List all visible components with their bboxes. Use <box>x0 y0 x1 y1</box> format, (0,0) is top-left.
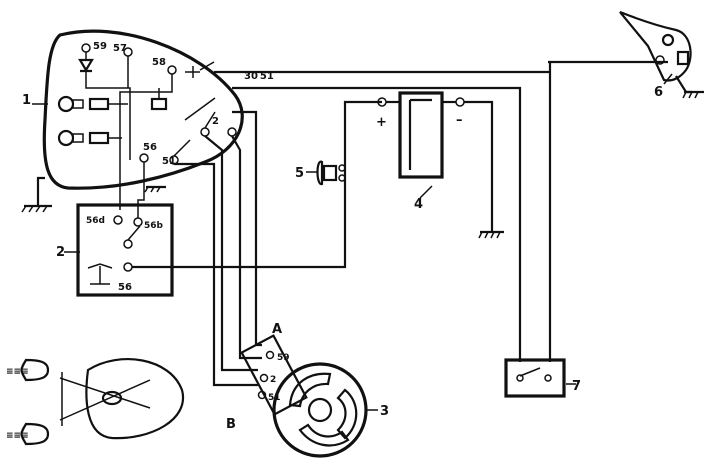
central-switch: 56d 56b 56 <box>76 185 174 297</box>
main-bulb-icon <box>57 129 75 147</box>
label-component-4: 4 <box>414 197 423 212</box>
headlight-housing <box>42 29 244 190</box>
horn <box>316 160 346 186</box>
label-component-1: 1 <box>22 93 31 108</box>
tail-bulb-icon <box>661 33 675 47</box>
generator-rotor-icon <box>272 362 368 458</box>
low-beam-lamp-icon <box>20 422 50 446</box>
label-cable-a: A <box>272 322 282 337</box>
horn-icon <box>316 160 324 186</box>
label-component-3: 3 <box>380 404 389 419</box>
parking-bulb-icon <box>57 95 75 113</box>
label-59: 59 <box>93 41 107 52</box>
brake-switch-box <box>504 358 566 398</box>
high-beam-rays: ≡≡≡ <box>6 367 29 377</box>
low-beam-rays: ≡≡≡ <box>6 431 29 441</box>
label-component-6: 6 <box>654 85 663 100</box>
beam-inset: ≡≡≡ ≡≡≡ <box>6 358 185 446</box>
label-2: 2 <box>212 116 219 127</box>
label-cable-b: B <box>226 417 236 432</box>
switch-box <box>76 203 174 297</box>
label-56b: 56b <box>144 221 164 231</box>
label-58: 58 <box>152 57 166 68</box>
label-gen-2: 2 <box>270 375 276 385</box>
tail-light <box>619 10 704 99</box>
label-battery-plus: + <box>376 115 387 130</box>
label-57: 57 <box>113 43 127 54</box>
label-battery-minus: – <box>456 113 463 128</box>
label-component-7: 7 <box>572 379 581 394</box>
label-component-2: 2 <box>56 245 65 260</box>
high-beam-lamp-icon <box>20 358 50 382</box>
reflector-icon <box>85 358 185 440</box>
label-56: 56 <box>143 142 157 153</box>
label-gen-59: 59 <box>277 353 290 363</box>
label-30-51: 30 51 <box>244 71 274 82</box>
label-51: 51 <box>162 156 176 167</box>
label-component-5: 5 <box>295 166 304 181</box>
label-56-switch: 56 <box>118 282 132 293</box>
label-56d: 56d <box>86 216 105 226</box>
headlight: 59 57 58 2 56 51 <box>21 29 244 213</box>
generator: 59 2 51 <box>240 334 368 458</box>
tail-light-housing <box>619 10 692 82</box>
brake-switch <box>504 358 566 398</box>
battery: + – <box>376 91 465 179</box>
pilot-bulb-icon <box>88 97 110 111</box>
battery-case <box>398 91 444 179</box>
indicator-diode-icon <box>78 58 94 73</box>
